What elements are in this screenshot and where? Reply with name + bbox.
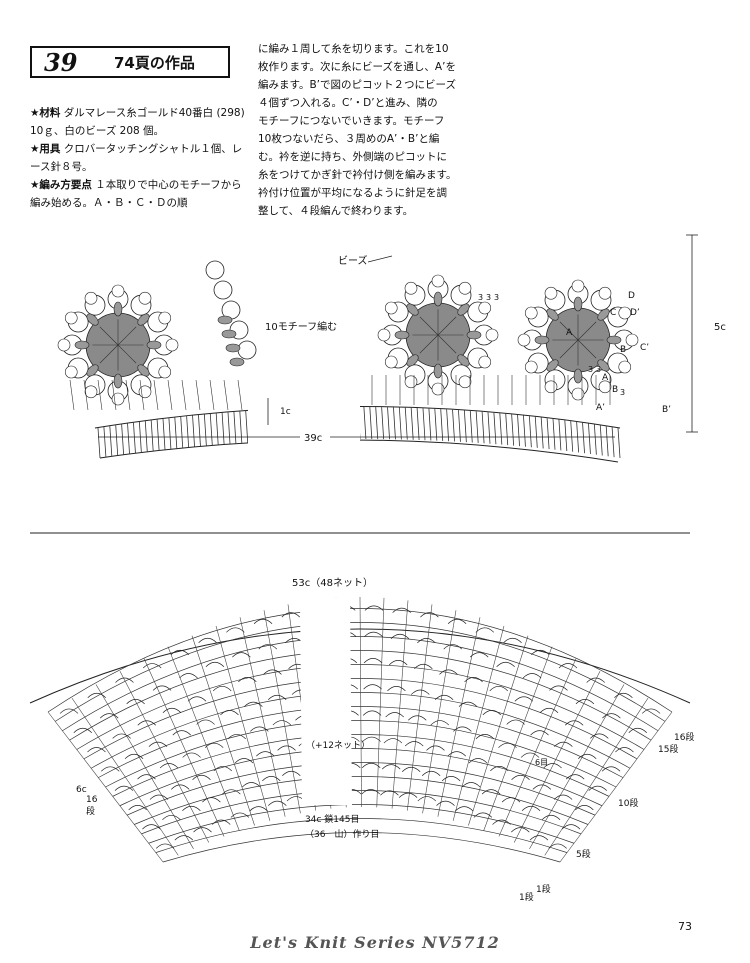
motif-group (57, 260, 639, 411)
row-label: 10段 (618, 797, 638, 809)
pattern-number: 39 (44, 47, 78, 77)
count-label: 3 (596, 365, 601, 374)
instruction-line: 枚作ります。次に糸にビーズを通し、A’を (258, 61, 456, 73)
beads-label: ビーズ (338, 254, 368, 267)
motif-letter: D (628, 291, 635, 301)
materials-text: ダルマレース糸ゴールド40番白 (298) 10ｇ、白のビーズ 208 個。 (30, 107, 245, 137)
instruction-line: 編みます。B’で図のピコット２つにビーズ (258, 79, 456, 91)
method-label: ★編み方要点 (30, 179, 92, 191)
instruction-line: ４個ずつ入れる。C’・D’と進み、隣の (258, 97, 438, 109)
count-label: 3 (494, 293, 499, 302)
motif-letter: B’ (662, 405, 671, 415)
instruction-line: に編み１周して糸を切ります。これを10 (258, 43, 449, 55)
height-label: 5c (714, 322, 726, 333)
fan-spokes (47, 596, 673, 863)
center-label: （+12ネット） (306, 740, 370, 751)
motifs-label: 10モチーフ編む (265, 320, 337, 333)
instruction-line: 整して、４段編んで終わります。 (258, 205, 414, 217)
base-label-2: （36 山）作り目 (305, 828, 379, 840)
motif-letter: A (602, 373, 609, 383)
motif-letter: B (612, 385, 618, 395)
left-rows-suffix: 段 (86, 805, 95, 817)
beads-leader-line (367, 255, 393, 263)
instruction-line: モチーフにつないでいきます。モチーフ (258, 115, 445, 127)
band-label: 1c (280, 407, 291, 417)
count-label: 3 (486, 293, 491, 302)
top-width-label: 53c（48ネット） (292, 577, 373, 589)
left-rows-label: 16 (86, 795, 98, 805)
pattern-title: 74頁の作品 (114, 53, 195, 72)
instructions-right: に編み１周して糸を切ります。これを10 枚作ります。次に糸にビーズを通し、A’を… (258, 40, 468, 220)
motif-letter: C’ (640, 343, 649, 353)
materials-label: ★材料 (30, 107, 61, 119)
center-gap (300, 598, 352, 805)
diagram-gap (248, 250, 360, 460)
motif-letter: A (566, 328, 573, 338)
count-label: 3 (478, 293, 483, 302)
materials-line: ★材料 ダルマレース糸ゴールド40番白 (298) 10ｇ、白のビーズ 208 … (30, 104, 245, 140)
pattern-title-badge: 39 74頁の作品 (30, 46, 230, 78)
width-label: 39c (304, 433, 322, 444)
inner-label: 6目 (535, 758, 548, 767)
count-label: 3 (588, 365, 593, 374)
motif-letter: A’ (596, 403, 605, 413)
row-label: 15段 (658, 743, 678, 755)
tools-line: ★用具 クロバータッチングシャトル１個、レース針８号。 (30, 140, 245, 176)
instruction-line: 衿付け位置が平均になるように針足を調 (258, 187, 447, 199)
fan-rows (47, 608, 673, 863)
base-label-1: 34c 鎖145目 (305, 813, 359, 825)
crochet-fan-diagram: 53c（48ネット） （+12ネット） 34c 鎖145目 （36 山）作り目 … (29, 577, 694, 903)
series-footer: Let's Knit Series NV5712 (250, 933, 500, 952)
fan-shells (59, 605, 661, 849)
instructions-left: ★材料 ダルマレース糸ゴールド40番白 (298) 10ｇ、白のビーズ 208 … (30, 104, 245, 212)
page-number: 73 (678, 920, 692, 933)
tatting-motif (57, 284, 179, 406)
row-label: 1段 (519, 891, 534, 903)
instruction-line: む。衿を逆に持ち、外側端のピコットに (258, 151, 447, 163)
instruction-line: 糸をつけてかぎ針で衿付け側を編みます。 (258, 169, 457, 181)
motif-letter: D’ (630, 308, 640, 318)
motif-letter: C (610, 308, 616, 318)
row-label: 16段 (674, 731, 694, 743)
tatting-motif-partial (205, 260, 257, 367)
method-line: ★編み方要点 １本取りで中心のモチーフから編み始める。Ａ・Ｂ・Ｃ・Ｄの順 (30, 176, 245, 212)
left-height-label: 6c (76, 785, 87, 795)
tatting-collar-diagram: 10モチーフ編む ビーズ 39c 1c 5c A B C D D’ C’ B’ … (57, 234, 726, 463)
row-label: 1段 (536, 883, 551, 895)
motif-letter: B (620, 345, 626, 355)
tools-text: クロバータッチングシャトル１個、レース針８号。 (30, 143, 243, 173)
tools-label: ★用具 (30, 143, 61, 155)
tatting-motif (377, 274, 499, 396)
count-label: 3 (620, 388, 625, 397)
row-label: 5段 (576, 848, 591, 860)
outer-dimension-arc (29, 628, 691, 704)
instruction-line: 10枚つないだら、３周めのA’・B’と編 (258, 133, 440, 145)
method-text: １本取りで中心のモチーフから編み始める。Ａ・Ｂ・Ｃ・Ｄの順 (30, 179, 242, 209)
tatting-motif (517, 279, 639, 401)
